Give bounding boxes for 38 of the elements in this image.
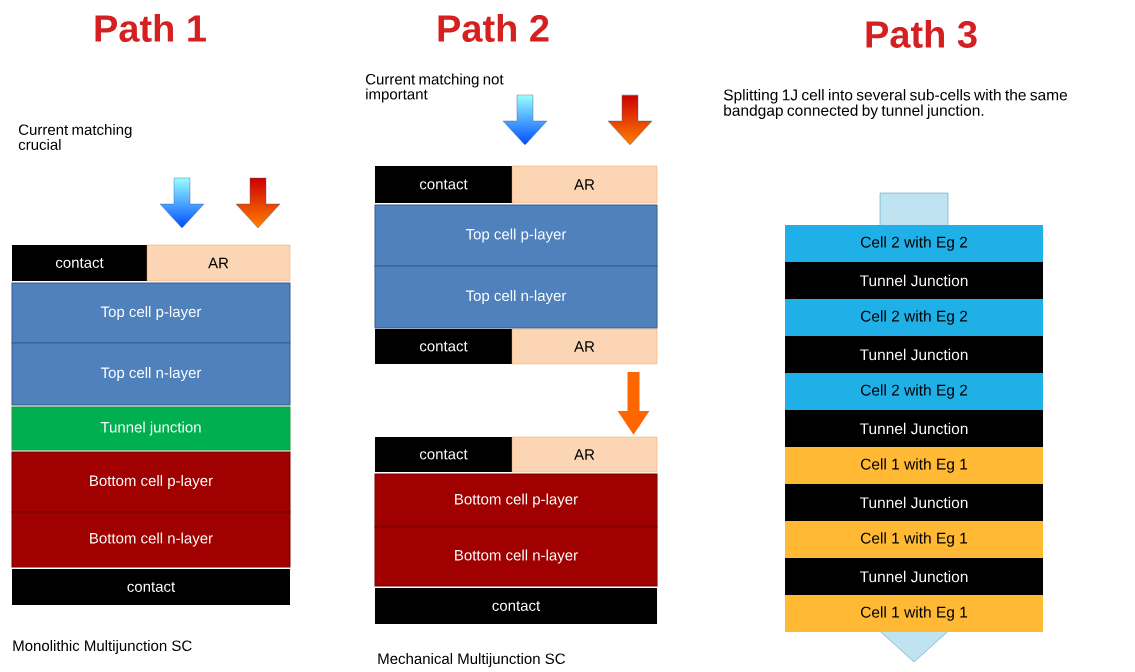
path-title: Path 2 — [438, 14, 549, 42]
layer-box: AR — [511, 436, 658, 473]
layer-box: AR — [146, 244, 291, 282]
layer-box: Bottom cell p-layer — [11, 451, 291, 513]
layer-band: Cell 2 with Eg 2 — [785, 225, 1043, 262]
layer-box: contact — [12, 245, 147, 281]
layer-band: Tunnel Junction — [785, 410, 1043, 447]
layer-band: Cell 1 with Eg 1 — [785, 447, 1043, 484]
layer-box: contact — [375, 329, 512, 364]
layer-box: Top cell n-layer — [11, 342, 291, 406]
layer-band: Tunnel Junction — [785, 336, 1043, 373]
layer-box: AR — [511, 165, 658, 204]
caption-text: Mechanical Multijunction SC — [378, 653, 565, 667]
note-text: Current matching crucial — [18, 124, 132, 150]
layer-box: Bottom cell n-layer — [374, 526, 658, 587]
layer-box: Top cell p-layer — [374, 204, 658, 267]
layer-band: Cell 1 with Eg 1 — [785, 595, 1043, 632]
path-title: Path 1 — [95, 14, 206, 42]
layer-band: Tunnel Junction — [785, 558, 1043, 595]
layer-band: Cell 1 with Eg 1 — [785, 521, 1043, 558]
layer-box: contact — [375, 588, 657, 624]
note-text: Current matching not important — [365, 73, 504, 103]
layer-band: Tunnel Junction — [785, 484, 1043, 521]
layer-band: Tunnel Junction — [785, 262, 1043, 299]
path-title: Path 3 — [866, 20, 977, 48]
layer-box: Bottom cell p-layer — [374, 473, 658, 528]
layer-box: Tunnel junction — [11, 406, 291, 451]
layer-band: Cell 2 with Eg 2 — [785, 373, 1043, 410]
layer-band: Cell 2 with Eg 2 — [785, 299, 1043, 336]
layer-box: AR — [511, 328, 658, 365]
layer-box: Bottom cell n-layer — [11, 511, 291, 568]
layer-box: Top cell n-layer — [374, 265, 658, 329]
layer-box: contact — [375, 166, 512, 203]
note-text: Splitting 1J cell into several sub-cells with the same bandgap connected by tunnel junction. — [723, 89, 1068, 119]
layer-box: contact — [375, 437, 512, 472]
layer-box: Top cell p-layer — [11, 282, 291, 344]
caption-text: Monolithic Multijunction SC — [13, 640, 192, 654]
layer-box: contact — [12, 569, 290, 605]
